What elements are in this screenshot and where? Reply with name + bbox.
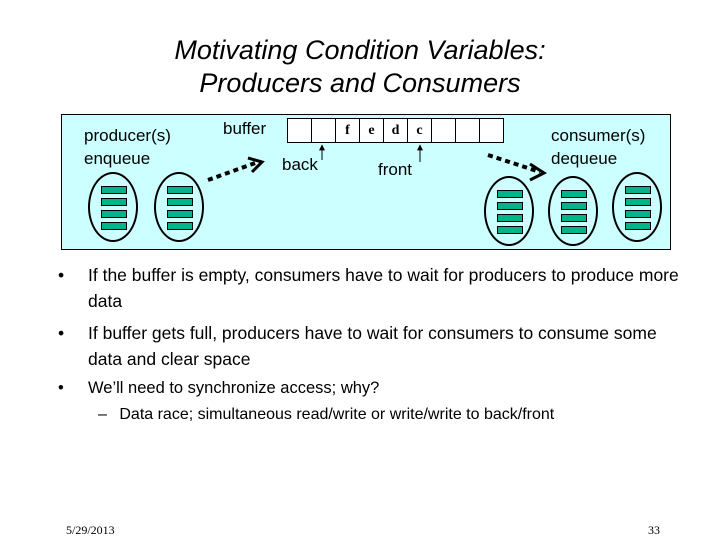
title-line-1: Motivating Condition Variables: xyxy=(174,35,546,65)
bullet-text: If buffer gets full, producers have to w… xyxy=(88,323,657,369)
thread-bar xyxy=(561,190,587,198)
sub-bullet-item: – Data race; simultaneous read/write or … xyxy=(98,404,554,426)
consumer-thread xyxy=(548,176,598,246)
consumer-action-label: dequeue xyxy=(551,149,618,168)
page-number: 33 xyxy=(648,523,660,537)
dequeue-arrow-head xyxy=(529,162,548,182)
thread-bar xyxy=(101,210,127,218)
footer-date: 5/29/2013 xyxy=(66,523,115,537)
buffer-cell: f xyxy=(335,118,360,143)
thread-bar xyxy=(561,202,587,210)
buffer-cell xyxy=(431,118,456,143)
buffer: f e d c xyxy=(287,118,504,143)
bullet-glyph: • xyxy=(58,379,64,397)
sub-bullet-dash: – xyxy=(98,406,107,423)
bullet-text: We’ll need to synchronize access; why? xyxy=(88,379,380,397)
consumer-label: consumer(s) xyxy=(551,126,646,145)
buffer-cell: c xyxy=(407,118,432,143)
back-label: back xyxy=(282,155,318,174)
bullet-text: If the buffer is empty, consumers have t… xyxy=(88,265,679,311)
thread-bar xyxy=(167,198,193,206)
thread-bar xyxy=(167,222,193,230)
thread-bar xyxy=(625,210,651,218)
thread-bar xyxy=(497,190,523,198)
producer-label: producer(s) xyxy=(84,126,171,145)
consumer-thread xyxy=(612,172,662,242)
thread-bar xyxy=(625,186,651,194)
producer-thread xyxy=(88,172,138,242)
enqueue-arrow-head xyxy=(247,156,265,174)
bullet-glyph: • xyxy=(58,265,65,285)
dequeue-arrow xyxy=(487,153,541,174)
bullet-glyph: • xyxy=(58,323,65,343)
producer-thread xyxy=(154,172,204,242)
thread-bar xyxy=(167,210,193,218)
title-line-2: Producers and Consumers xyxy=(199,68,521,98)
buffer-cell xyxy=(479,118,504,143)
consumer-thread xyxy=(484,176,534,246)
slide-title: Motivating Condition Variables: Producer… xyxy=(0,34,720,100)
thread-bar xyxy=(167,186,193,194)
thread-bar xyxy=(101,186,127,194)
producer-action-label: enqueue xyxy=(84,149,151,168)
thread-bar xyxy=(101,222,127,230)
thread-bar xyxy=(625,198,651,206)
sub-bullet-text: Data race; simultaneous read/write or wr… xyxy=(119,406,555,423)
thread-bar xyxy=(497,202,523,210)
buffer-cell xyxy=(455,118,480,143)
buffer-cell: d xyxy=(383,118,408,143)
thread-bar xyxy=(101,198,127,206)
buffer-cell xyxy=(311,118,336,143)
thread-bar xyxy=(497,214,523,222)
buffer-label: buffer xyxy=(223,119,267,138)
thread-bar xyxy=(625,222,651,230)
thread-bar xyxy=(561,214,587,222)
thread-bar xyxy=(561,226,587,234)
buffer-cell xyxy=(287,118,312,143)
thread-bar xyxy=(497,226,523,234)
enqueue-arrow xyxy=(207,160,259,182)
front-label: front xyxy=(378,160,413,179)
